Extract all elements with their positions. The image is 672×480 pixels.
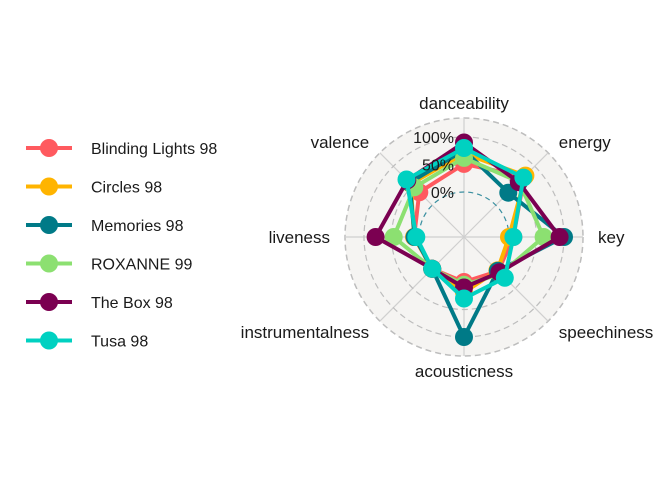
legend-item: Memories 98 — [26, 216, 184, 235]
data-point — [407, 228, 426, 246]
legend-label: Memories 98 — [91, 218, 184, 235]
radar-labels: 0% 50% 100% danceability energy key speechines… — [241, 94, 654, 381]
ring-label: 100% — [413, 130, 454, 147]
data-point — [495, 268, 514, 287]
axis-spoke — [379, 236, 465, 322]
axis-label: speechiness — [559, 323, 654, 342]
data-point — [550, 228, 569, 246]
data-point — [514, 168, 533, 187]
data-point — [455, 289, 473, 308]
legend-label: The Box 98 — [91, 295, 173, 312]
axis-label: acousticness — [415, 362, 513, 381]
legend-item: ROXANNE 99 — [26, 254, 192, 274]
legend-label: ROXANNE 99 — [91, 257, 192, 274]
ring-label: 0% — [431, 185, 454, 202]
legend-key-point — [40, 254, 58, 273]
axis-label: valence — [311, 133, 370, 152]
legend-label: Circles 98 — [91, 180, 162, 197]
legend-item: Blinding Lights 98 — [26, 139, 217, 158]
data-point — [397, 170, 416, 189]
data-point — [504, 228, 523, 246]
axis-label: instrumentalness — [241, 323, 370, 342]
legend-key-point — [40, 293, 58, 311]
legend-item: Circles 98 — [26, 177, 162, 197]
legend-label: Blinding Lights 98 — [91, 141, 217, 158]
legend-key-point — [40, 139, 58, 157]
data-point — [423, 259, 442, 278]
legend-item: The Box 98 — [26, 293, 173, 312]
data-point — [384, 228, 403, 246]
legend-item: Tusa 98 — [26, 331, 148, 351]
axis-label: liveness — [269, 228, 330, 247]
axis-label: energy — [559, 133, 611, 152]
radar-series — [366, 133, 573, 346]
legend-key-point — [40, 177, 58, 196]
data-point — [455, 139, 473, 157]
legend-key-point — [40, 216, 58, 234]
series-5 — [397, 139, 533, 308]
axis-label: danceability — [419, 94, 509, 113]
legend-key-point — [40, 331, 58, 350]
data-point — [455, 328, 473, 346]
legend: Blinding Lights 98 Circles 98 Memories 98 R… — [26, 139, 217, 351]
data-point — [366, 228, 385, 246]
axis-label: key — [598, 228, 625, 247]
ring-label: 50% — [422, 158, 454, 175]
legend-label: Tusa 98 — [91, 334, 148, 351]
